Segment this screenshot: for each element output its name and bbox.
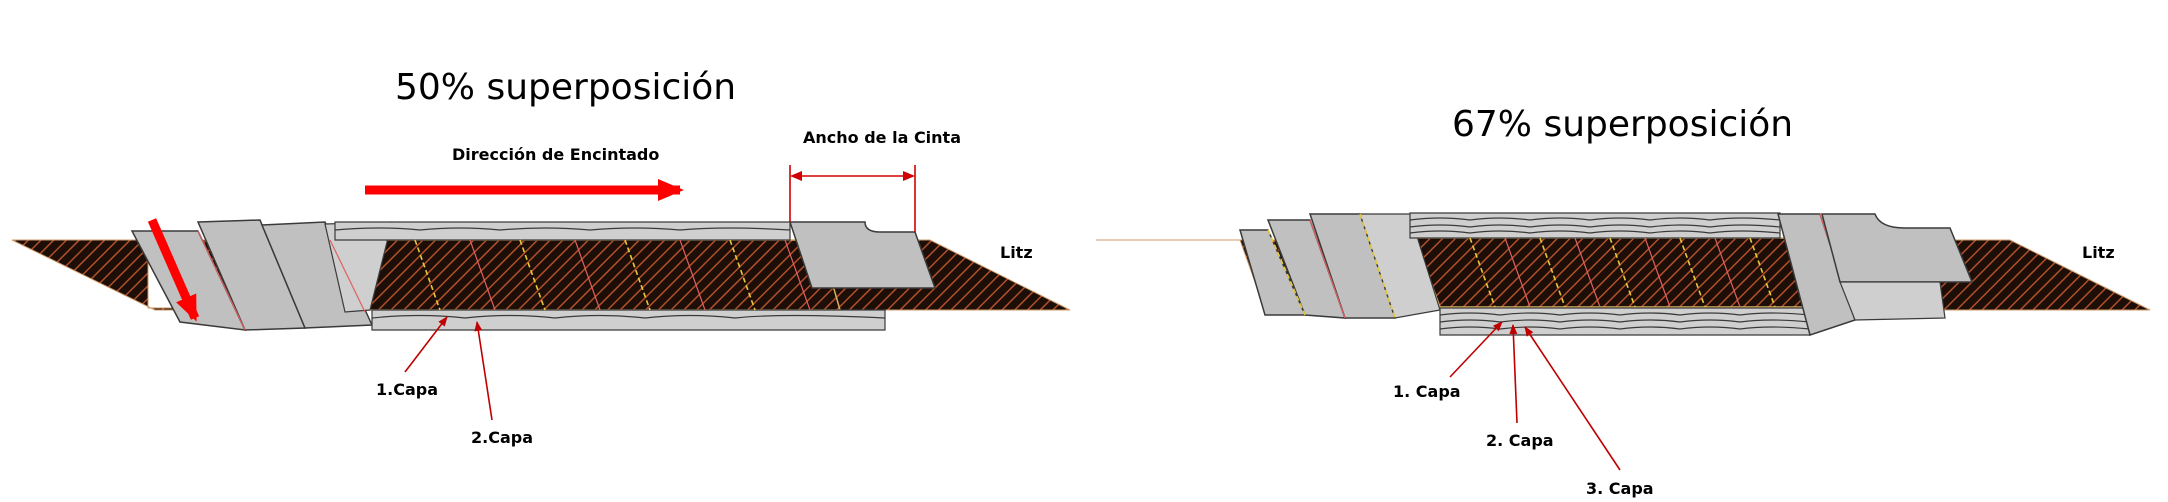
left-seams [414, 239, 811, 311]
right-top-layers [1409, 212, 1781, 239]
left-bottom-layer [371, 309, 886, 331]
right-layer2-label: 2. Capa [1486, 431, 1554, 450]
left-rotation-arrow [147, 218, 200, 322]
right-tape-end [1777, 213, 1974, 336]
left-top-layer [334, 221, 791, 241]
left-litz-inner [338, 239, 841, 311]
right-panel: 67% superposición [1096, 104, 2151, 498]
right-bottom-layers [1439, 307, 1811, 336]
right-seams [1469, 237, 1776, 308]
left-title: 50% superposición [395, 67, 736, 108]
right-litz-label: Litz [2082, 243, 2115, 262]
left-width-dimension [789, 165, 916, 232]
right-layer2-pointer [1509, 324, 1518, 424]
left-layer1-pointer [404, 316, 448, 373]
left-direction-label: Dirección de Encintado [452, 145, 659, 164]
right-layer3-pointer [1524, 326, 1621, 471]
left-layer2-label: 2.Capa [471, 428, 533, 447]
right-layer1-pointer [1449, 321, 1503, 378]
right-layer1-label: 1. Capa [1393, 382, 1461, 401]
left-litz-label: Litz [1000, 243, 1033, 262]
left-panel: 50% superposición [11, 67, 1071, 447]
left-tape-windings [130, 219, 393, 331]
left-tape-end [788, 221, 937, 289]
right-title: 67% superposición [1452, 104, 1793, 145]
right-tape-windings [1238, 213, 1441, 319]
left-width-label: Ancho de la Cinta [803, 128, 961, 147]
left-layer1-label: 1.Capa [376, 380, 438, 399]
left-layer2-pointer [474, 321, 493, 421]
right-layer3-label: 3. Capa [1586, 479, 1654, 498]
